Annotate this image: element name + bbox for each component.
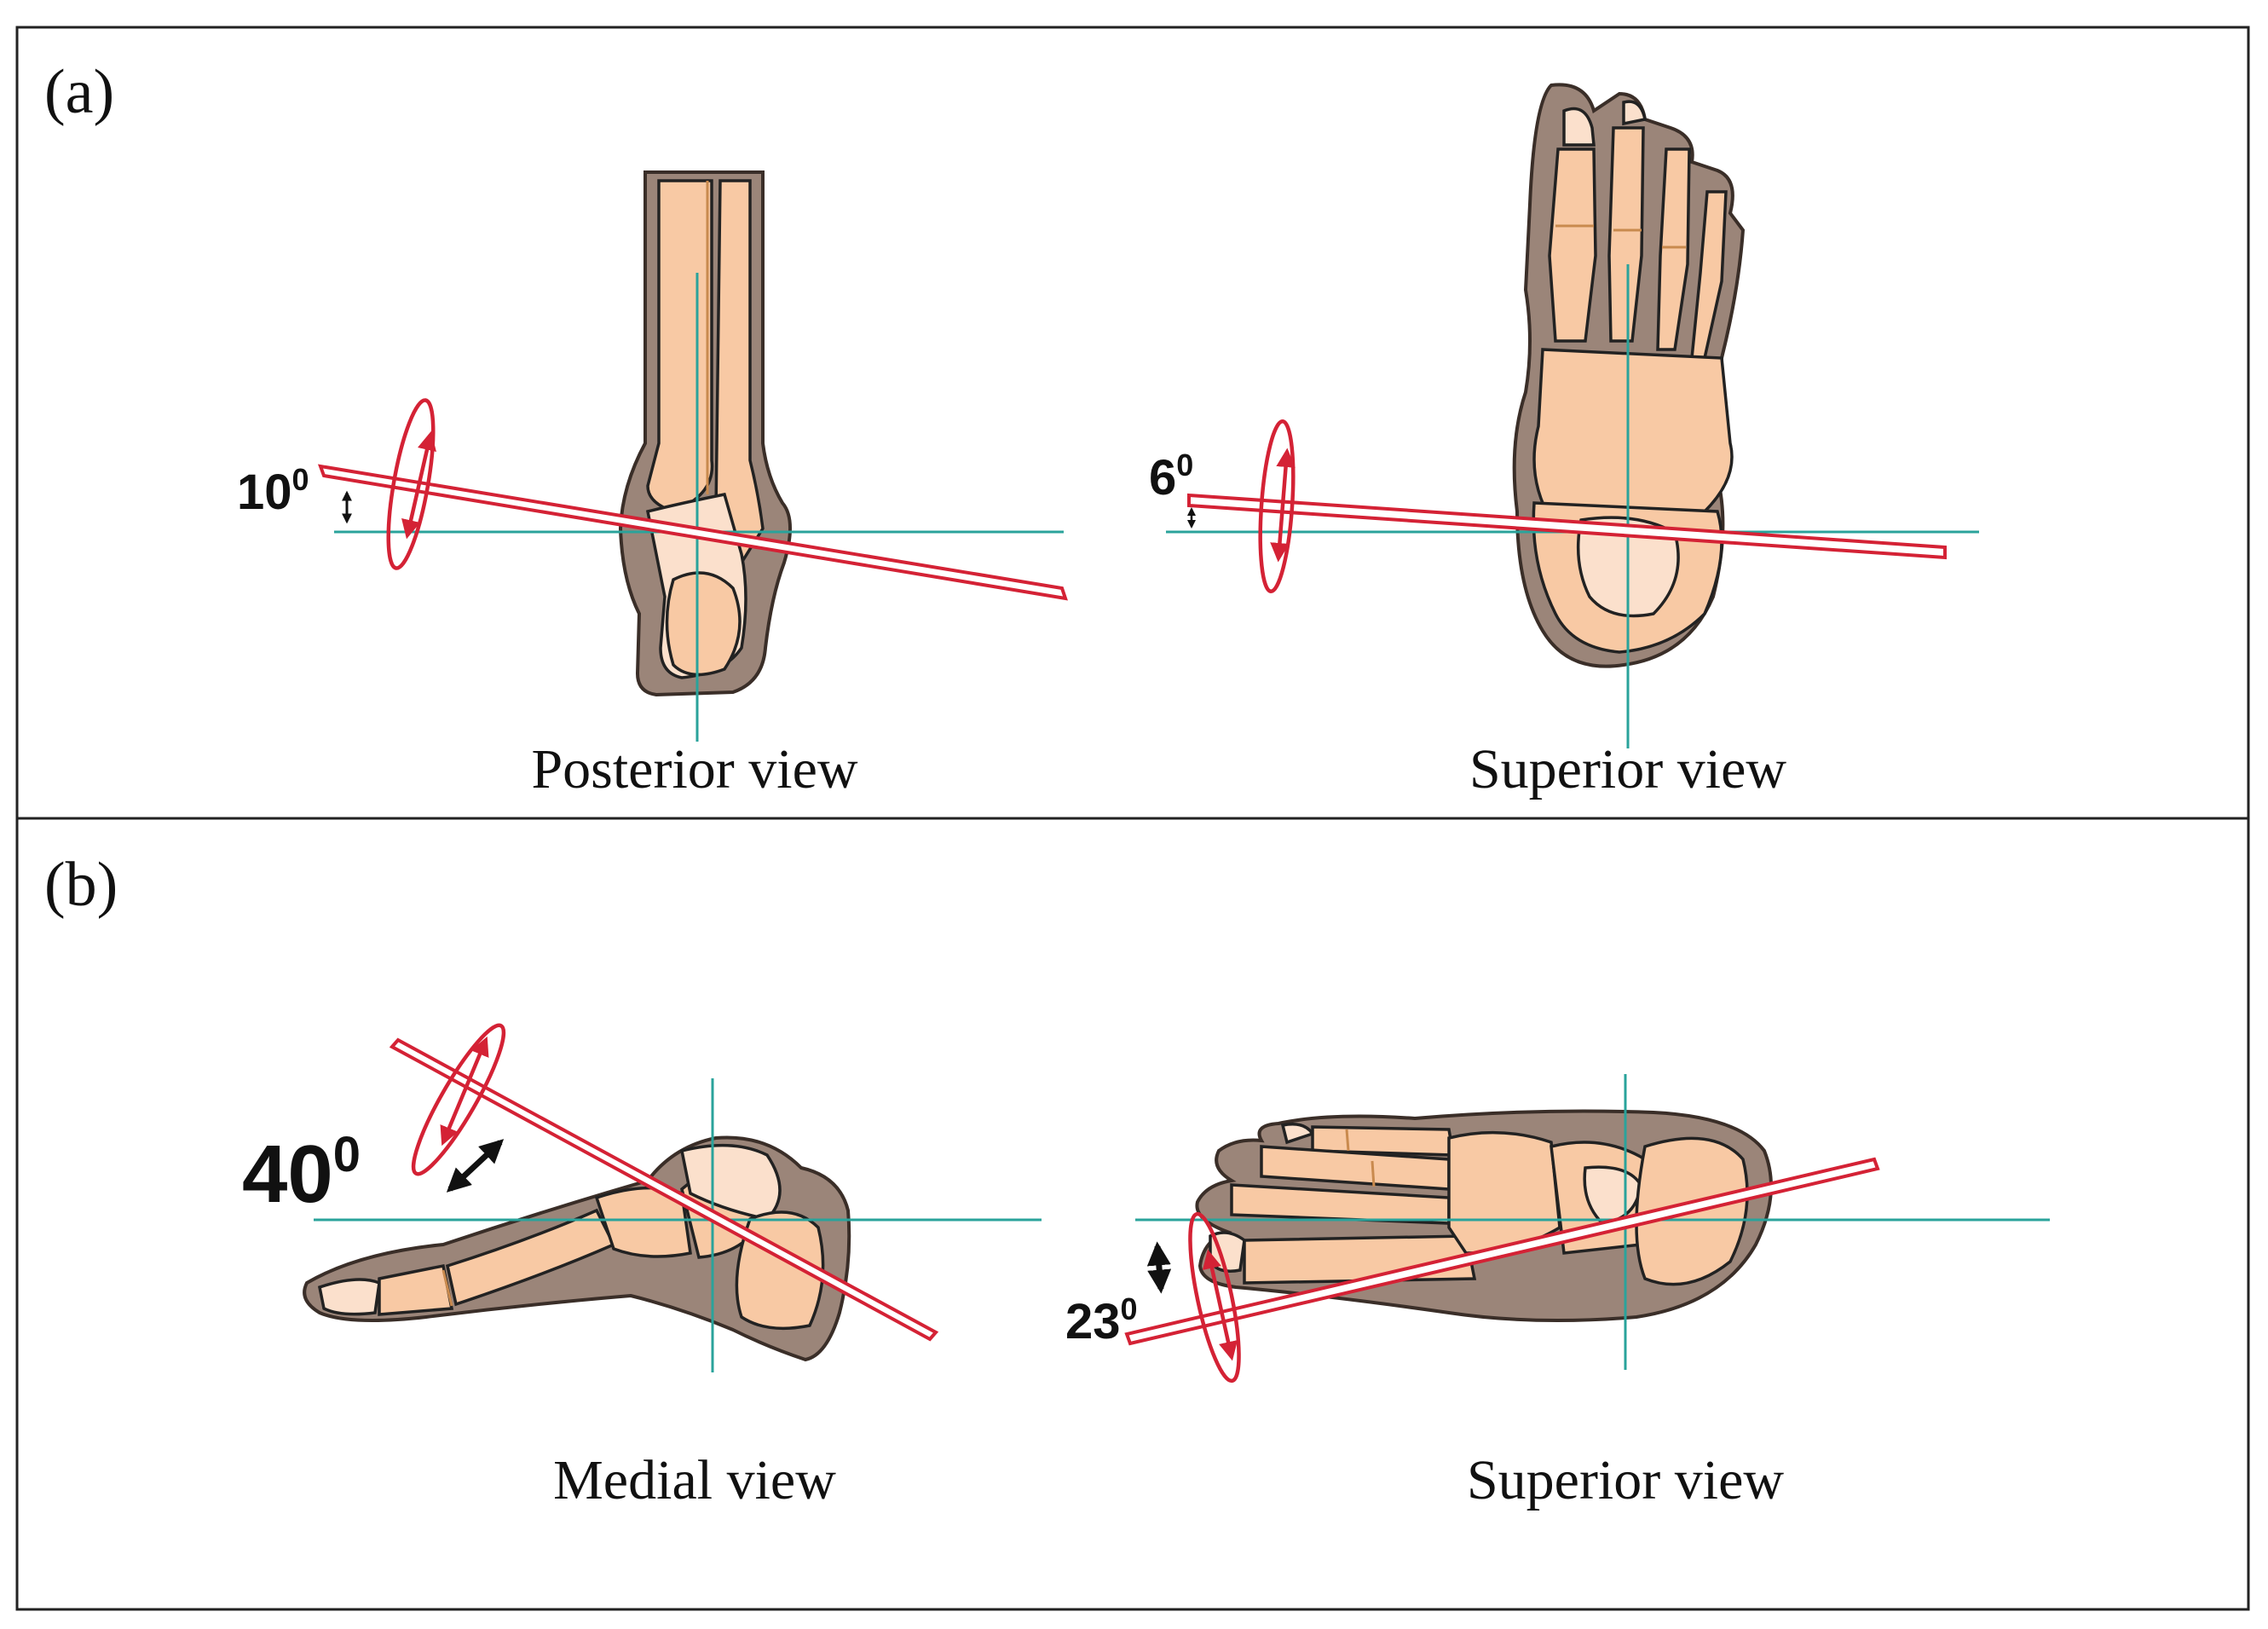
superior-a-view-caption: Superior view — [1469, 738, 1786, 800]
posterior-angle-label: 100 — [237, 462, 309, 520]
superior-a-rotation-arrow-icon — [1258, 419, 1296, 594]
posterior-rotation-arrow-icon — [386, 398, 436, 570]
medial-angle-label: 400 — [242, 1127, 361, 1220]
panel-b-label: (b) — [44, 850, 118, 920]
superior-view-foot-side — [1195, 1109, 1773, 1322]
posterior-view-ankle — [618, 170, 793, 697]
medial-rotation-axis — [389, 1037, 939, 1342]
medial-view-caption: Medial view — [553, 1449, 836, 1511]
superior-b-angle-label: 230 — [1065, 1291, 1138, 1349]
panel-a-label: (a) — [44, 57, 114, 127]
panel-a-frame — [15, 26, 2250, 820]
superior-b-view-caption: Superior view — [1467, 1449, 1784, 1511]
superior-a-angle-label: 60 — [1149, 448, 1193, 505]
posterior-rotation-axis — [317, 464, 1068, 601]
superior-b-rotation-axis — [1124, 1157, 1880, 1346]
medial-angle-arrow-icon — [446, 1139, 505, 1193]
superior-b-rotation-arrow-icon — [1188, 1211, 1241, 1383]
superior-a-rotation-axis — [1187, 493, 1947, 560]
posterior-view-caption: Posterior view — [531, 738, 857, 800]
superior-b-angle-arrow-icon — [1146, 1241, 1172, 1294]
medial-rotation-arrow-icon — [411, 1023, 506, 1176]
panel-b-frame — [15, 817, 2250, 1611]
